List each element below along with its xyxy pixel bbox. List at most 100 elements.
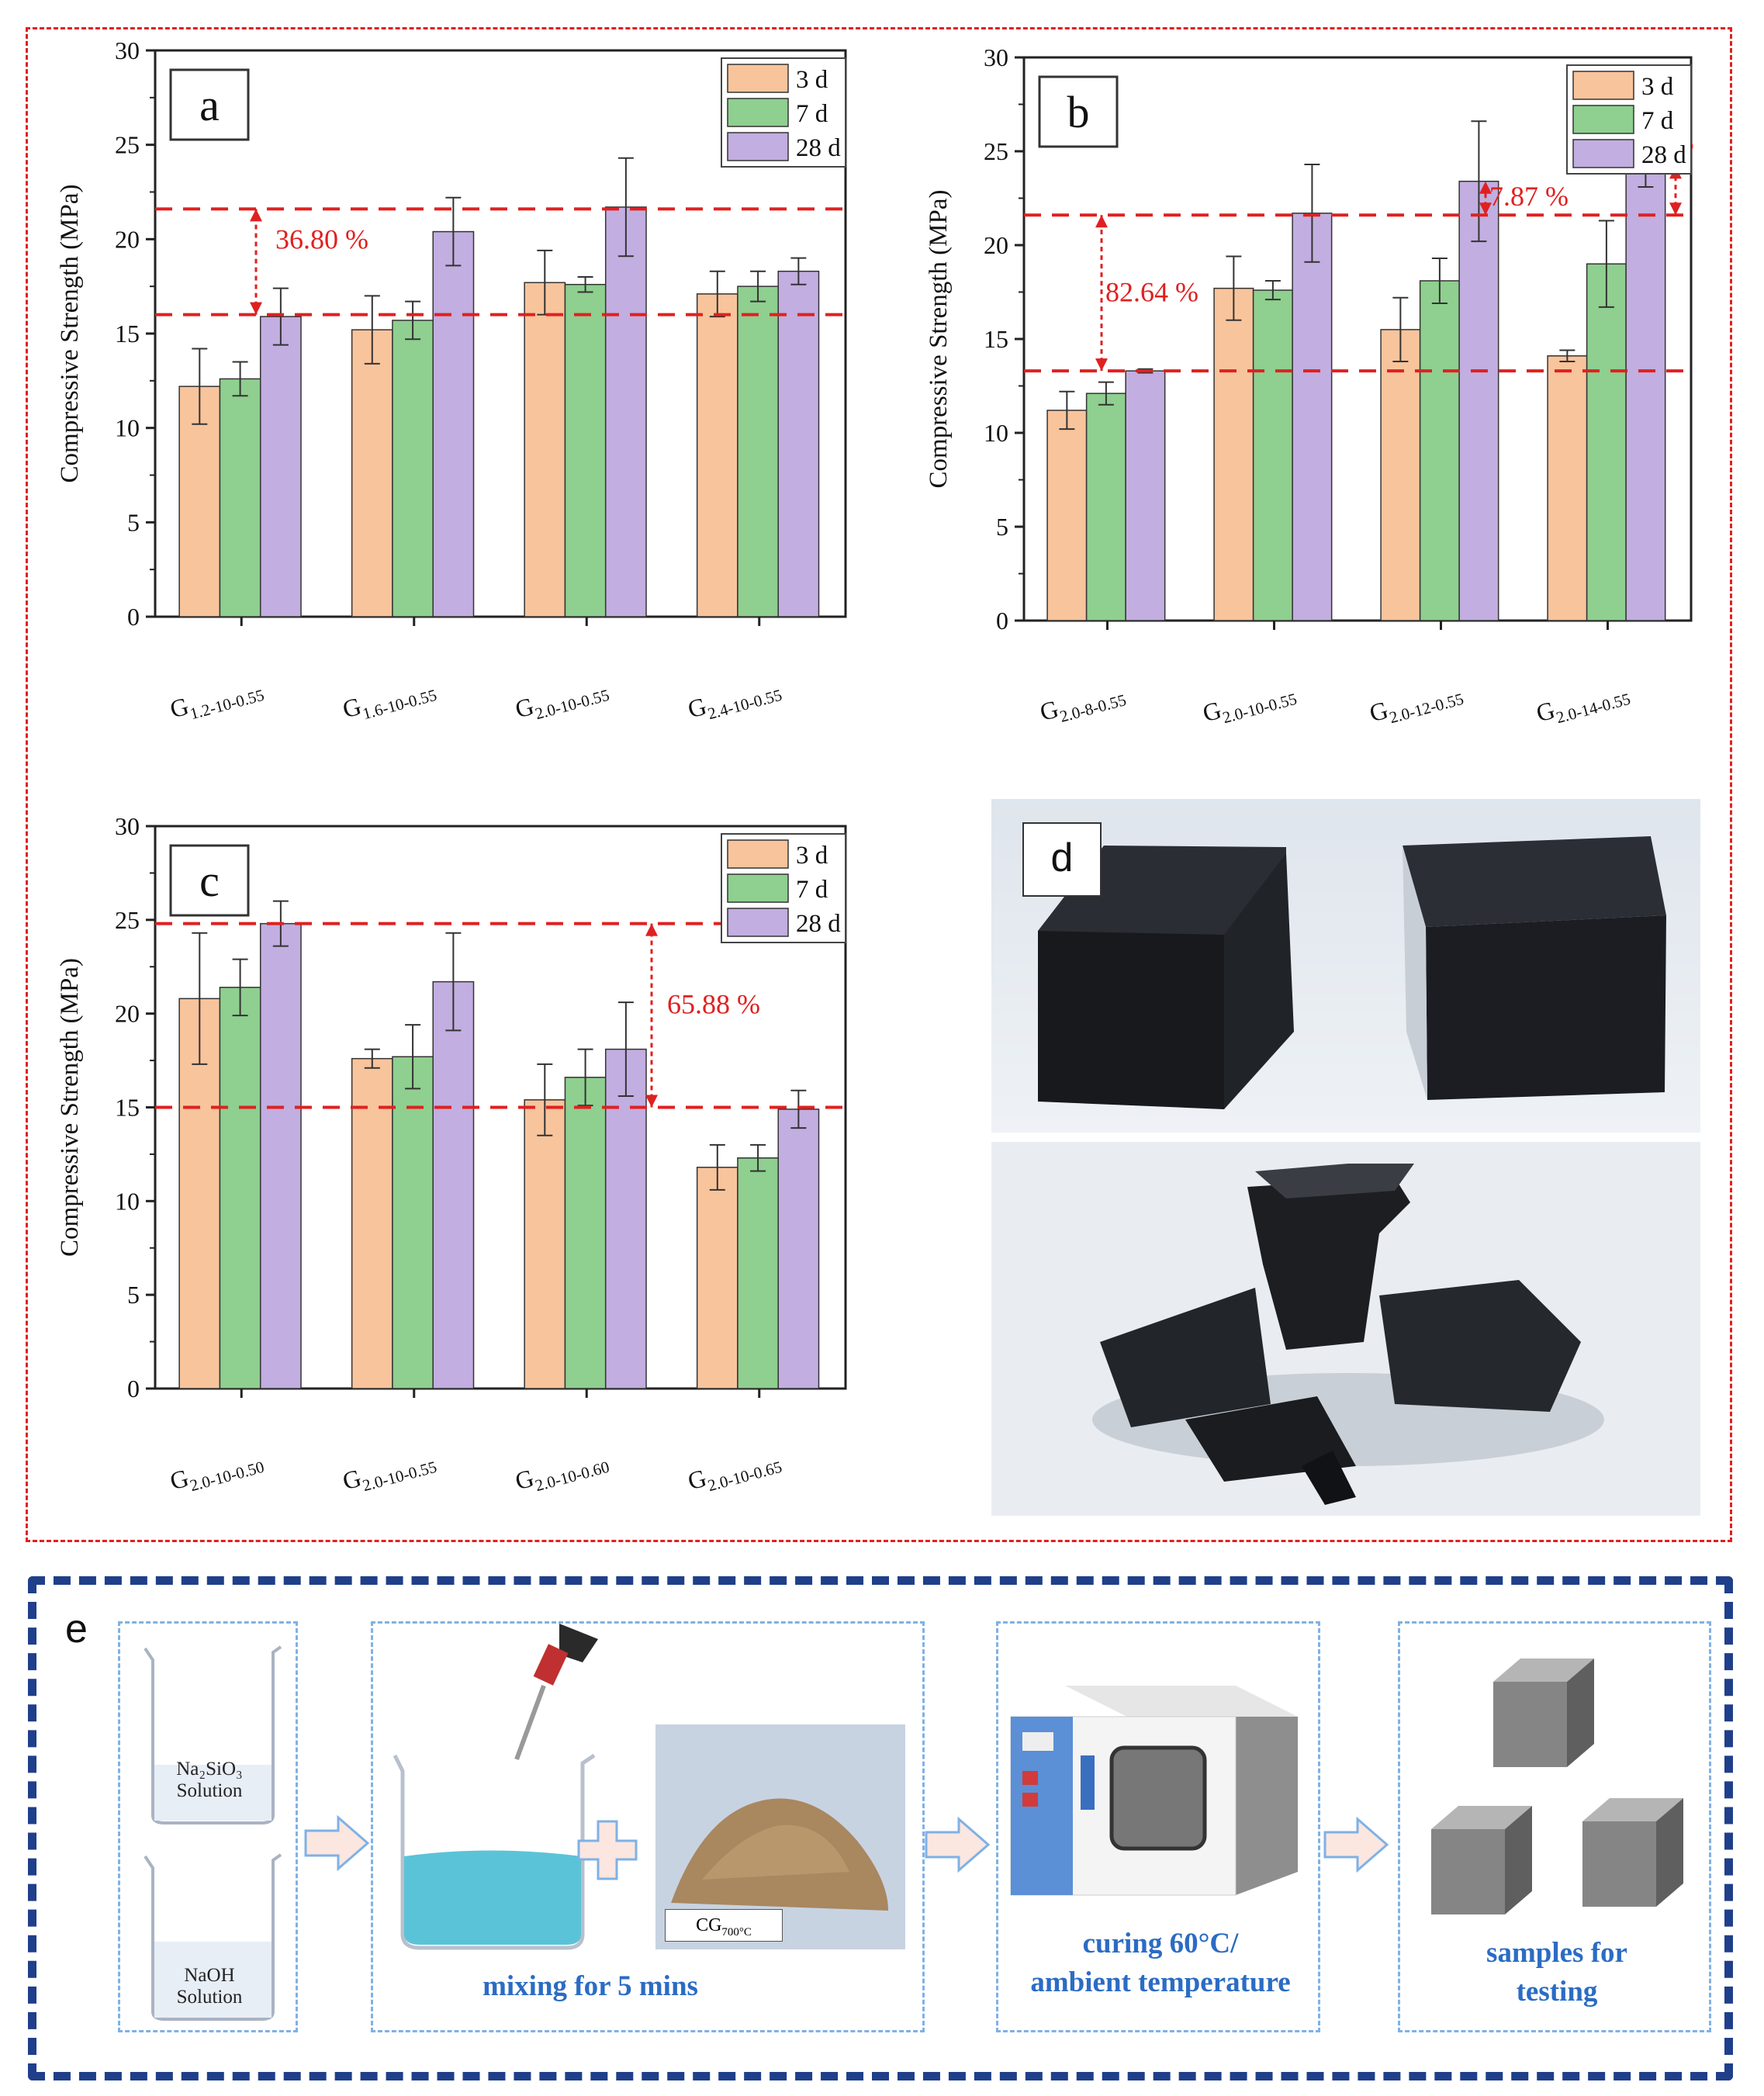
bar (1213, 287, 1254, 621)
arrow-head (1095, 215, 1108, 228)
mixing-beaker-icon (393, 1624, 598, 1950)
curing-caption-line1: curing 60°C/ (1082, 1928, 1239, 1959)
bar (564, 1077, 607, 1389)
bar (351, 1057, 393, 1389)
x-tick-label: G2.0-10-0.50 (167, 1444, 266, 1499)
legend-swatch (1572, 71, 1634, 100)
annotation-label: 82.64 % (1105, 277, 1198, 308)
step-curing: curing 60°C/ ambient temperature (996, 1621, 1320, 2032)
annotation-label: 36.80 % (275, 224, 368, 255)
cube-right-top (1403, 836, 1666, 927)
legend-label: 3 d (1641, 73, 1674, 101)
bar (392, 1056, 434, 1389)
curing-caption: curing 60°C/ ambient temperature (998, 1925, 1323, 2002)
y-tick-label: 20 (115, 225, 140, 253)
x-tick-label: G2.0-10-0.60 (512, 1458, 611, 1496)
arrow-head (1095, 358, 1108, 372)
x-tick-label: G2.0-10-0.55 (340, 1458, 439, 1496)
y-axis-label: Compressive Strength (MPa) (925, 190, 953, 489)
bar (524, 1099, 566, 1389)
plus-icon (577, 1820, 638, 1880)
x-tick-label-text: G2.0-10-0.50 (167, 1444, 266, 1499)
cg-powder-photo: CG700°C (655, 1724, 905, 1949)
bar (259, 922, 302, 1389)
y-tick-label: 10 (115, 414, 140, 442)
naoh-label-line1: NaOH (184, 1965, 235, 1986)
x-tick-label-text: G1.6-10-0.55 (340, 672, 439, 728)
workflow-frame (28, 1576, 1733, 2080)
legend-label: 3 d (796, 842, 828, 870)
na2sio3-label-line2: Solution (176, 1780, 243, 1801)
bar (1252, 289, 1293, 621)
arrow-right-icon (304, 1815, 369, 1871)
bar (1085, 393, 1126, 621)
legend-label: 7 d (1641, 107, 1674, 135)
bar (219, 378, 261, 617)
bar (1419, 280, 1460, 621)
x-tick-label: G2.0-14-0.55 (1534, 690, 1633, 728)
bar (432, 981, 475, 1389)
bar (777, 270, 820, 617)
bar (1292, 213, 1333, 621)
legend-label: 3 d (796, 66, 828, 94)
legend-swatch (727, 64, 789, 93)
y-tick-label: 5 (996, 513, 1008, 541)
x-tick-label: G1.6-10-0.55 (340, 672, 439, 728)
legend-swatch (1572, 105, 1634, 134)
y-tick-label: 0 (996, 607, 1008, 635)
panel-label-box (169, 68, 250, 141)
legend-swatch (1572, 139, 1634, 168)
x-tick-label: G2.4-10-0.55 (685, 672, 784, 728)
y-tick-label: 30 (115, 812, 140, 840)
legend-label: 7 d (796, 876, 828, 904)
beaker-naoh-icon (144, 1853, 282, 2021)
bar (777, 1109, 820, 1389)
step-samples: samples for testing (1398, 1621, 1711, 2032)
y-axis-label: Compressive Strength (MPa) (56, 958, 84, 1257)
panel-letter-e: e (65, 1607, 88, 1652)
bar (564, 283, 607, 617)
cube-left-front (1038, 931, 1224, 1109)
legend-swatch (727, 873, 789, 903)
x-tick-label: G2.0-10-0.55 (1200, 690, 1299, 728)
bar (696, 293, 738, 617)
y-axis-label: Compressive Strength (MPa) (56, 185, 84, 483)
x-tick-label-text: G2.0-10-0.55 (512, 672, 611, 728)
annotation-label: 65.88 % (667, 989, 760, 1020)
curing-oven-icon (1010, 1686, 1298, 1896)
fragment-right (1379, 1280, 1581, 1412)
legend-label: 28 d (796, 910, 841, 938)
fragment-left (1100, 1288, 1271, 1427)
fragment-small (1302, 1451, 1356, 1505)
y-tick-label: 10 (115, 1187, 140, 1215)
samples-caption: samples for testing (1400, 1934, 1714, 2011)
bar (1125, 370, 1166, 621)
x-tick-label-text: G2.0-10-0.65 (685, 1444, 784, 1499)
na2sio3-label-line1: Na₂SiO₃ (176, 1759, 243, 1780)
bar (737, 1157, 779, 1389)
legend-label: 7 d (796, 100, 828, 128)
bar (259, 316, 302, 617)
x-tick-label: G2.0-10-0.55 (512, 672, 611, 728)
naoh-label-line2: Solution (176, 1986, 243, 2008)
arrow-head (645, 923, 658, 936)
x-tick-label: G1.2-10-0.55 (167, 686, 266, 724)
x-tick-label-text: G2.4-10-0.55 (685, 672, 784, 728)
arrow-head (1479, 181, 1492, 194)
y-tick-label: 15 (115, 320, 140, 348)
figure-frame (26, 27, 1732, 1542)
legend-swatch (727, 98, 789, 127)
cg-label: CG700°C (665, 1909, 783, 1942)
cube-right-side (1403, 846, 1427, 1100)
panel-letter: a (199, 80, 220, 130)
bar (1380, 329, 1421, 621)
step-solutions: Na₂SiO₃ Solution NaOH Solution (118, 1621, 298, 2032)
cube-right-front (1426, 915, 1666, 1100)
bar (1586, 263, 1627, 621)
cg-label-sub: 700°C (721, 1925, 752, 1939)
panel-label-box (169, 844, 250, 917)
bar (219, 987, 261, 1389)
arrow-head (1479, 202, 1492, 216)
x-tick-label: G2.0-12-0.55 (1367, 690, 1466, 728)
